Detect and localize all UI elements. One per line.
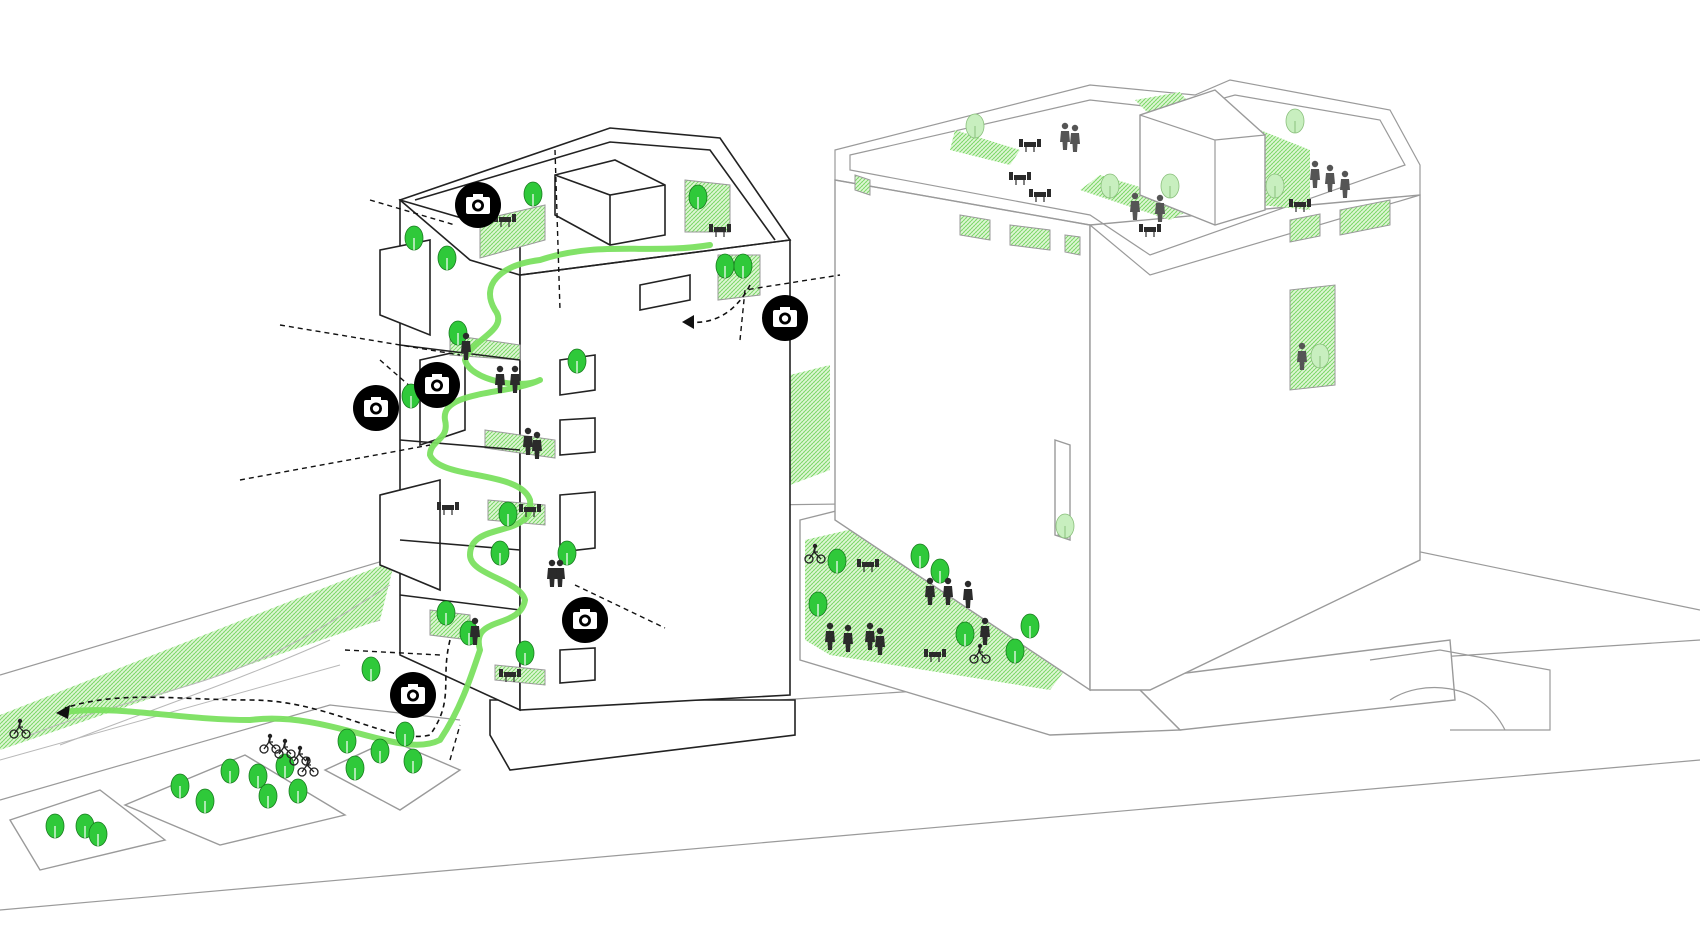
camera-icon — [562, 597, 608, 643]
arrow-head-icon — [682, 315, 694, 329]
dashed-routes — [56, 149, 841, 761]
camera-icon — [390, 672, 436, 718]
building-west — [379, 127, 796, 771]
planter-islands — [8, 739, 462, 871]
camera-icon — [414, 362, 460, 408]
camera-icon — [762, 295, 808, 341]
green-route — [62, 242, 713, 748]
camera-icon — [353, 385, 399, 431]
green-strip — [0, 365, 830, 750]
arrow-head-icon — [56, 705, 70, 719]
camera-icon — [455, 182, 501, 228]
building-east — [799, 79, 1551, 736]
